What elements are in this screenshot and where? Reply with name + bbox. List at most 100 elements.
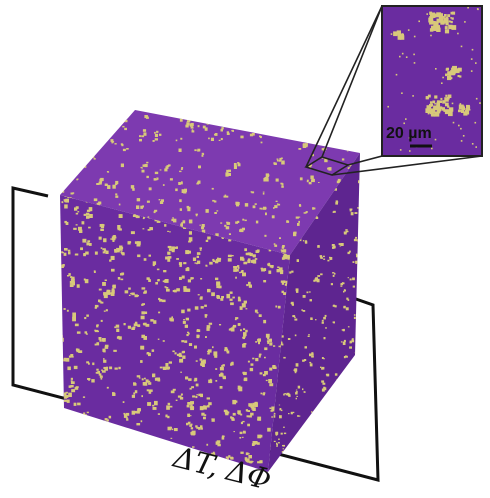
precipitate-particle	[320, 273, 323, 276]
precipitate-particle	[295, 391, 298, 393]
inset-particle	[413, 35, 416, 38]
precipitate-particle	[237, 162, 240, 164]
precipitate-particle	[343, 356, 346, 359]
precipitate-particle	[109, 259, 112, 262]
precipitate-particle	[296, 395, 298, 397]
precipitate-particle	[75, 212, 79, 215]
precipitate-particle	[288, 461, 290, 466]
precipitate-particle	[183, 319, 186, 321]
precipitate-particle	[136, 205, 140, 209]
precipitate-particle	[212, 258, 215, 262]
inset-particle	[387, 105, 389, 108]
precipitate-particle	[339, 410, 342, 414]
precipitate-particle	[223, 195, 226, 198]
precipitate-particle	[84, 279, 89, 284]
precipitate-particle	[191, 130, 195, 133]
precipitate-particle	[235, 201, 239, 205]
precipitate-particle	[157, 378, 161, 382]
precipitate-particle	[148, 382, 152, 385]
precipitate-particle	[265, 173, 269, 177]
precipitate-particle	[63, 392, 67, 396]
precipitate-particle	[219, 324, 222, 326]
inset-particle	[450, 20, 453, 24]
precipitate-particle	[256, 312, 259, 314]
precipitate-particle	[87, 120, 91, 124]
precipitate-particle	[309, 299, 312, 302]
zoom-inset: 20 µm	[381, 5, 483, 157]
precipitate-particle	[190, 423, 193, 426]
precipitate-particle	[165, 256, 168, 260]
precipitate-particle	[86, 411, 89, 414]
precipitate-particle	[199, 406, 204, 411]
precipitate-particle	[247, 259, 251, 264]
precipitate-particle	[64, 248, 68, 251]
precipitate-particle	[273, 207, 275, 209]
cube-top-face	[60, 110, 360, 255]
precipitate-particle	[147, 380, 151, 383]
precipitate-particle	[242, 431, 246, 434]
inset-particle	[399, 55, 401, 58]
precipitate-particle	[235, 221, 238, 224]
precipitate-particle	[164, 169, 167, 171]
precipitate-particle	[281, 282, 285, 285]
precipitate-particle	[157, 413, 160, 415]
precipitate-particle	[141, 449, 144, 452]
precipitate-particle	[350, 456, 353, 458]
inset-particle	[448, 113, 452, 116]
precipitate-particle	[161, 299, 166, 303]
precipitate-particle	[229, 298, 233, 301]
precipitate-particle	[233, 431, 235, 433]
precipitate-particle	[200, 296, 203, 299]
precipitate-particle	[185, 317, 189, 321]
precipitate-particle	[349, 209, 352, 212]
precipitate-particle	[206, 122, 209, 125]
precipitate-particle	[327, 167, 330, 170]
precipitate-particle	[273, 243, 276, 245]
precipitate-particle	[166, 288, 170, 292]
inset-particle	[395, 73, 398, 76]
precipitate-particle	[112, 392, 116, 396]
inset-particle	[447, 105, 450, 108]
precipitate-particle	[260, 392, 263, 395]
inset-particle	[447, 75, 452, 81]
precipitate-particle	[243, 113, 247, 117]
inset-particle	[433, 105, 437, 109]
precipitate-particle	[331, 244, 335, 247]
precipitate-particle	[301, 309, 303, 311]
inset-particle	[427, 105, 431, 109]
precipitate-particle	[195, 383, 199, 387]
precipitate-particle	[209, 378, 212, 380]
precipitate-particle	[75, 224, 78, 226]
precipitate-particle	[144, 163, 148, 168]
precipitate-particle	[341, 411, 344, 415]
inset-particle	[443, 17, 449, 23]
precipitate-particle	[147, 216, 150, 218]
precipitate-particle	[103, 310, 106, 312]
precipitate-particle	[302, 388, 304, 391]
precipitate-particle	[283, 280, 286, 283]
precipitate-particle	[295, 392, 298, 395]
inset-particle	[413, 62, 416, 64]
precipitate-particle	[282, 445, 284, 447]
precipitate-particle	[241, 270, 244, 273]
precipitate-particle	[285, 113, 288, 116]
inset-particle	[436, 109, 441, 114]
precipitate-particle	[228, 239, 232, 242]
precipitate-particle	[218, 285, 222, 289]
precipitate-particle	[240, 413, 243, 416]
precipitate-particle	[317, 448, 319, 451]
precipitate-particle	[104, 368, 108, 371]
precipitate-particle	[74, 387, 79, 390]
precipitate-particle	[86, 119, 88, 122]
precipitate-particle	[285, 280, 289, 284]
precipitate-particle	[251, 111, 255, 115]
precipitate-particle	[285, 284, 288, 286]
inset-particle	[408, 137, 411, 139]
precipitate-particle	[140, 315, 145, 320]
precipitate-particle	[141, 135, 145, 138]
precipitate-particle	[238, 386, 243, 392]
precipitate-particle	[68, 355, 72, 358]
inset-particle	[445, 73, 448, 76]
inset-particle	[441, 82, 443, 84]
precipitate-particle	[281, 290, 284, 294]
